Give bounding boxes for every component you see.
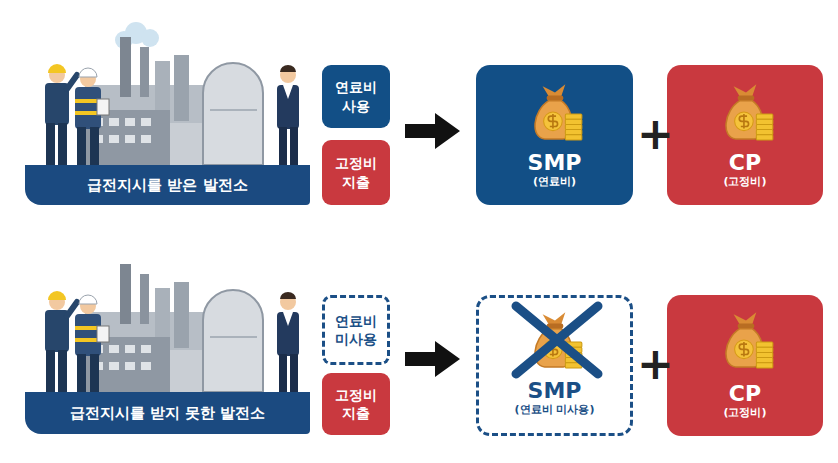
payment-box: SMP(연료비 미사용)	[476, 295, 633, 436]
payment-box: CP(고정비)	[667, 295, 823, 436]
box-subtitle: (연료비)	[533, 175, 576, 189]
box-title: 연료비 미사용	[329, 312, 383, 348]
box-title: CP	[729, 151, 761, 175]
plus-sign: +	[637, 112, 674, 156]
box-title: 연료비 사용	[326, 78, 386, 114]
box-subtitle: (연료비 미사용)	[515, 403, 595, 417]
cost-box: 연료비 미사용	[322, 295, 390, 365]
box-title: 급전지시를 받은 발전소	[87, 176, 247, 195]
plus-sign: +	[637, 342, 674, 386]
box-subtitle: (고정비)	[723, 175, 766, 189]
cost-box: 고정비 지출	[322, 140, 390, 205]
plant-banner: 급전지시를 받은 발전소	[25, 165, 310, 205]
box-title: 고정비 지출	[326, 154, 386, 190]
payment-box: CP(고정비)	[667, 65, 823, 205]
box-title: SMP	[528, 379, 582, 403]
cost-box: 고정비 지출	[322, 373, 390, 435]
box-title: CP	[729, 382, 761, 406]
box-subtitle: (고정비)	[723, 406, 766, 420]
payment-box: SMP(연료비)	[476, 65, 633, 205]
plant-banner: 급전지시를 받지 못한 발전소	[25, 392, 310, 434]
box-title: SMP	[528, 151, 582, 175]
box-title: 급전지시를 받지 못한 발전소	[70, 404, 266, 423]
box-title: 고정비 지출	[326, 386, 386, 422]
cost-box: 연료비 사용	[322, 65, 390, 128]
